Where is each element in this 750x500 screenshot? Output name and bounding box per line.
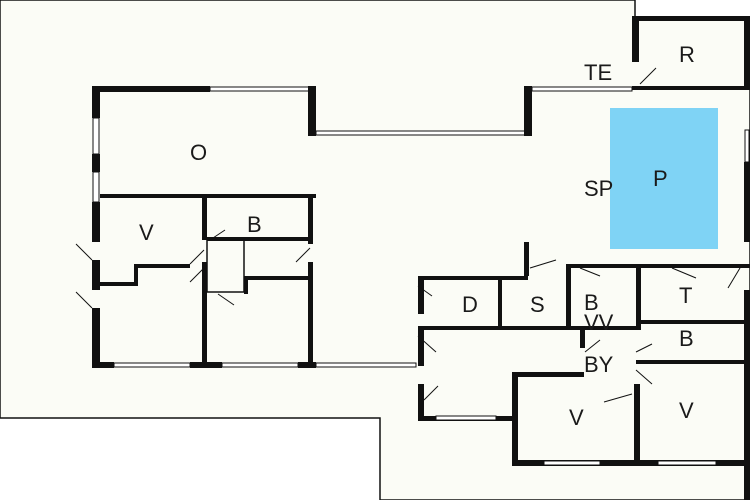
room-label-v1: V bbox=[139, 220, 154, 245]
room-label-sp: SP bbox=[584, 176, 613, 201]
right-wing-walls bbox=[418, 16, 750, 500]
room-label-s: S bbox=[530, 292, 545, 317]
room-label-b1: B bbox=[247, 212, 262, 237]
room-label-r: R bbox=[679, 42, 695, 67]
room-label-o: O bbox=[190, 140, 207, 165]
room-label-te: TE bbox=[584, 60, 612, 85]
room-label-b3: B bbox=[679, 326, 694, 351]
swimming-pool bbox=[610, 108, 718, 249]
door-swings bbox=[75, 67, 741, 403]
left-wing-walls bbox=[92, 86, 633, 368]
room-label-t: T bbox=[679, 283, 692, 308]
room-label-b2: B bbox=[584, 290, 599, 315]
room-label-v2: V bbox=[569, 405, 584, 430]
room-label-d: D bbox=[462, 292, 478, 317]
room-label-by: BY bbox=[584, 352, 614, 377]
room-label-vv: VV bbox=[584, 310, 614, 335]
room-label-p: P bbox=[653, 166, 668, 191]
room-label-v3: V bbox=[679, 398, 694, 423]
